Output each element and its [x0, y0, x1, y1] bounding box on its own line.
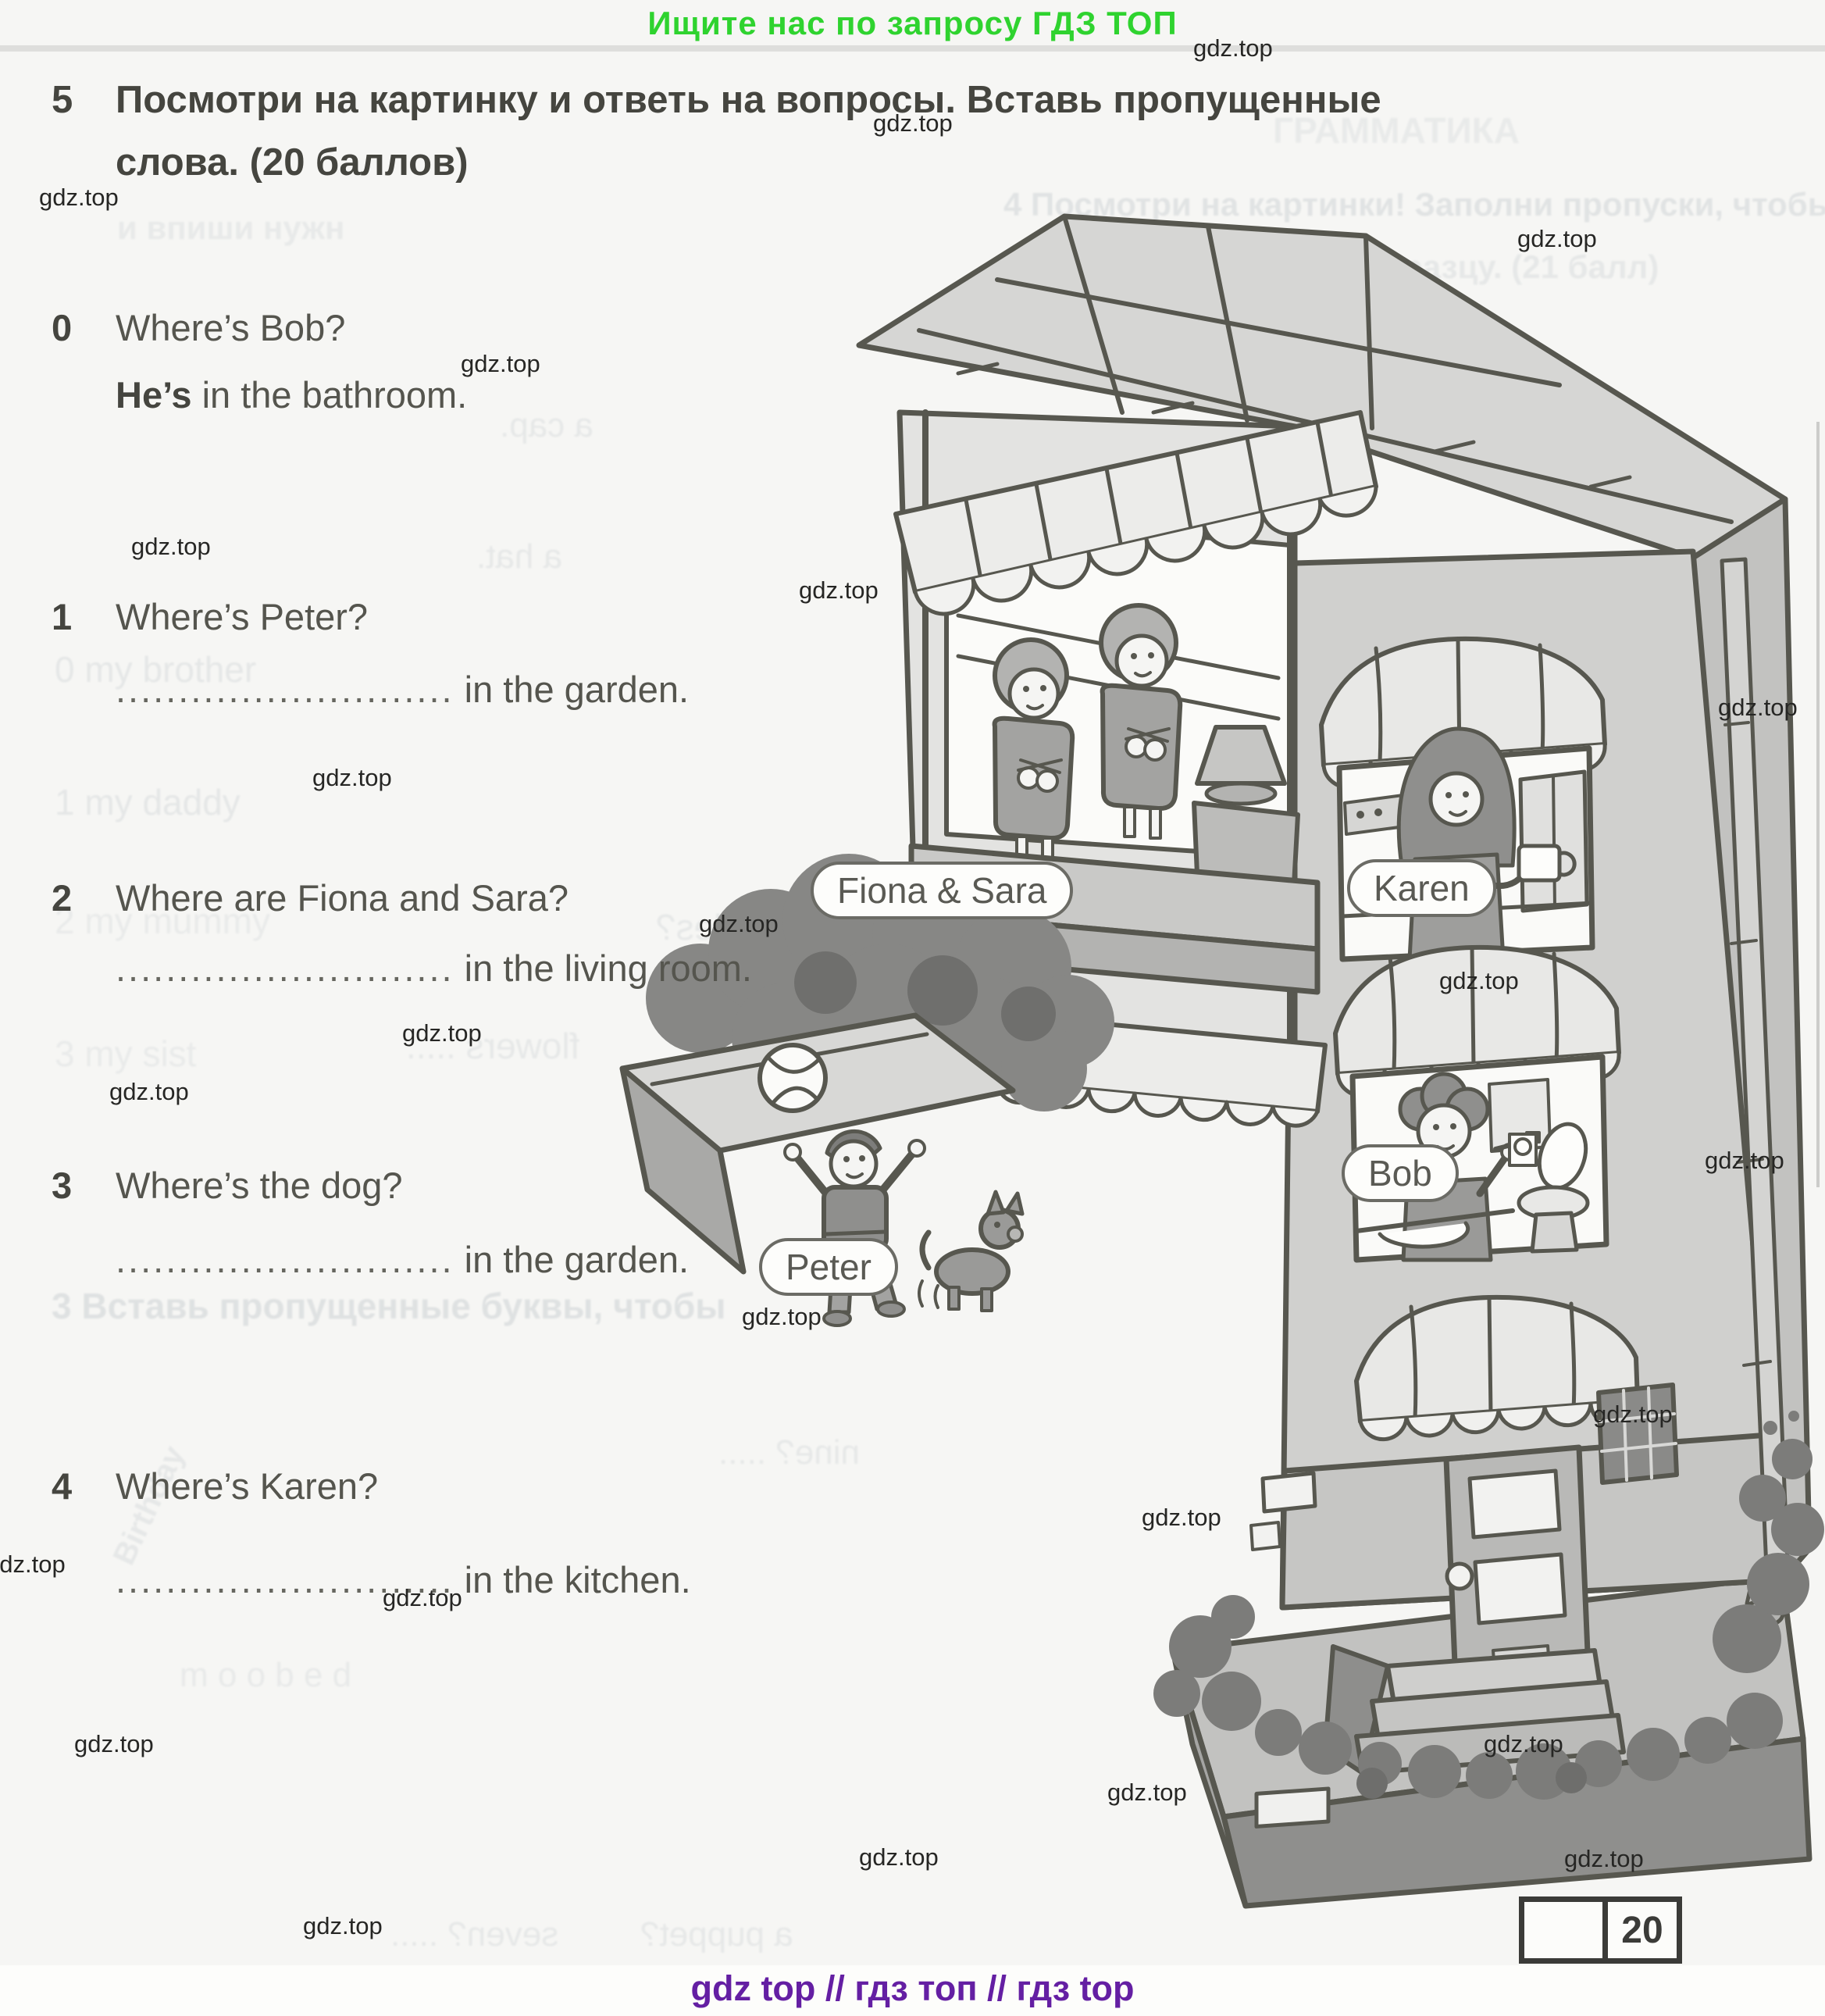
peter-figure	[783, 1129, 926, 1327]
kitchen-window	[1336, 726, 1595, 962]
exercise-title-line1: Посмотри на картинку и ответь на вопросы…	[116, 79, 1381, 121]
answer-blank: ...........................	[116, 1559, 454, 1600]
question-3: 3 Where’s the dog?	[52, 1164, 403, 1207]
question-text: Where are Fiona and Sara?	[116, 877, 569, 919]
question-1: 1 Where’s Peter?	[52, 595, 368, 638]
wall-window-1	[1260, 1471, 1317, 1514]
answer-4: ........................... in the kitch…	[116, 1559, 691, 1600]
label-bob: Bob	[1342, 1144, 1459, 1202]
ghost-text: seven? .....	[390, 1915, 559, 1954]
exercise-title-line2: слова. (20 баллов)	[116, 141, 469, 184]
question-text: Where’s the dog?	[116, 1165, 403, 1206]
ghost-text: m o o b e d	[180, 1656, 352, 1694]
front-door	[1443, 1444, 1592, 1704]
watermark: gdz.top	[0, 1550, 66, 1578]
answer-2: ........................... in the livin…	[116, 947, 752, 989]
wall-window-2	[1249, 1521, 1281, 1551]
score-cell-empty	[1519, 1896, 1608, 1964]
exercise-heading: 5 Посмотри на картинку и ответь на вопро…	[52, 69, 1660, 194]
answer-blank: ...........................	[116, 1239, 454, 1280]
question-number: 1	[52, 596, 73, 637]
watermark: gdz.top	[303, 1912, 383, 1939]
answer-1: ........................... in the garde…	[116, 669, 690, 710]
question-2: 2 Where are Fiona and Sara?	[52, 876, 569, 919]
question-number: 2	[52, 877, 73, 919]
exercise-number: 5	[52, 79, 73, 121]
answer-3: ........................... in the garde…	[116, 1239, 690, 1280]
lattice-window	[1596, 1383, 1679, 1485]
ghost-text: и впиши нужн	[117, 209, 345, 246]
answer-0: He’s in the bathroom.	[116, 374, 468, 416]
watermark: gdz.top	[402, 1019, 482, 1047]
dog-figure	[918, 1190, 1025, 1312]
label-fiona-sara: Fiona & Sara	[811, 862, 1074, 919]
score-cell-max: 20	[1602, 1896, 1682, 1964]
door-awning	[1354, 1294, 1640, 1442]
label-karen: Karen	[1347, 859, 1496, 917]
question-number: 4	[52, 1465, 73, 1507]
label-peter: Peter	[759, 1238, 898, 1296]
question-number: 0	[52, 307, 73, 348]
ghost-text: 3 my sist	[55, 1033, 197, 1074]
score-box: 20	[1519, 1896, 1682, 1964]
scan-artifact-band	[0, 45, 1825, 52]
living-room-awning	[893, 410, 1378, 616]
question-number: 3	[52, 1165, 73, 1206]
question-text: Where’s Bob?	[116, 307, 346, 348]
watermark: gdz.top	[109, 1078, 189, 1105]
ghost-text: flowers .....	[406, 1026, 580, 1066]
question-4: 4 Where’s Karen?	[52, 1465, 378, 1508]
ghost-text: 1 my daddy	[55, 782, 241, 822]
house-drawing	[619, 213, 1824, 1909]
watermark: gdz.top	[131, 533, 211, 560]
question-0: 0 Where’s Bob?	[52, 306, 345, 349]
question-text: Where’s Peter?	[116, 596, 369, 637]
ghost-text: a cap.	[500, 406, 593, 444]
bathroom-window	[1349, 1054, 1609, 1263]
footer-banner: gdz top // гдз топ // гдз top	[0, 1965, 1825, 2016]
watermark: gdz.top	[312, 764, 392, 791]
watermark: gdz.top	[74, 1730, 154, 1757]
answer-blank: ...........................	[116, 947, 454, 989]
ball	[757, 1043, 828, 1113]
watermark: gdz.top	[461, 350, 540, 377]
answer-blank: ...........................	[116, 669, 454, 710]
page-edge-artifact	[1816, 422, 1820, 1187]
ghost-text: a hat.	[476, 537, 563, 576]
promo-banner: Ищите нас по запросу ГДЗ ТОП	[647, 5, 1178, 41]
toilet	[1508, 1122, 1590, 1254]
house-illustration	[591, 178, 1825, 1945]
question-text: Where’s Karen?	[116, 1465, 379, 1507]
fiona-sara-figures	[992, 603, 1183, 869]
bushes	[1153, 1411, 1824, 1800]
